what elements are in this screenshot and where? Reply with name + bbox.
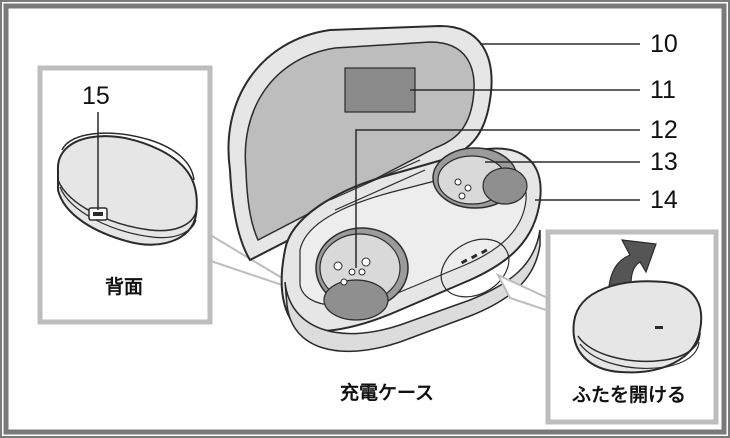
charging-case — [227, 24, 640, 353]
open-lid-inset — [495, 229, 719, 425]
callout-label-13: 13 — [650, 148, 678, 176]
callout-label-12: 12 — [650, 116, 678, 144]
open-lid-caption: ふたを開ける — [572, 384, 687, 406]
back-view-caption: 背面 — [105, 276, 144, 298]
inner-frame — [3, 3, 727, 435]
callout-label-11: 11 — [650, 76, 676, 104]
callout-label-14: 14 — [650, 186, 678, 214]
callout-12-line — [355, 129, 640, 268]
back-view-inset — [37, 65, 283, 325]
callout-label-15: 15 — [82, 82, 110, 110]
callout-label-10: 10 — [650, 30, 678, 58]
charging-case-caption: 充電ケース — [340, 382, 435, 404]
